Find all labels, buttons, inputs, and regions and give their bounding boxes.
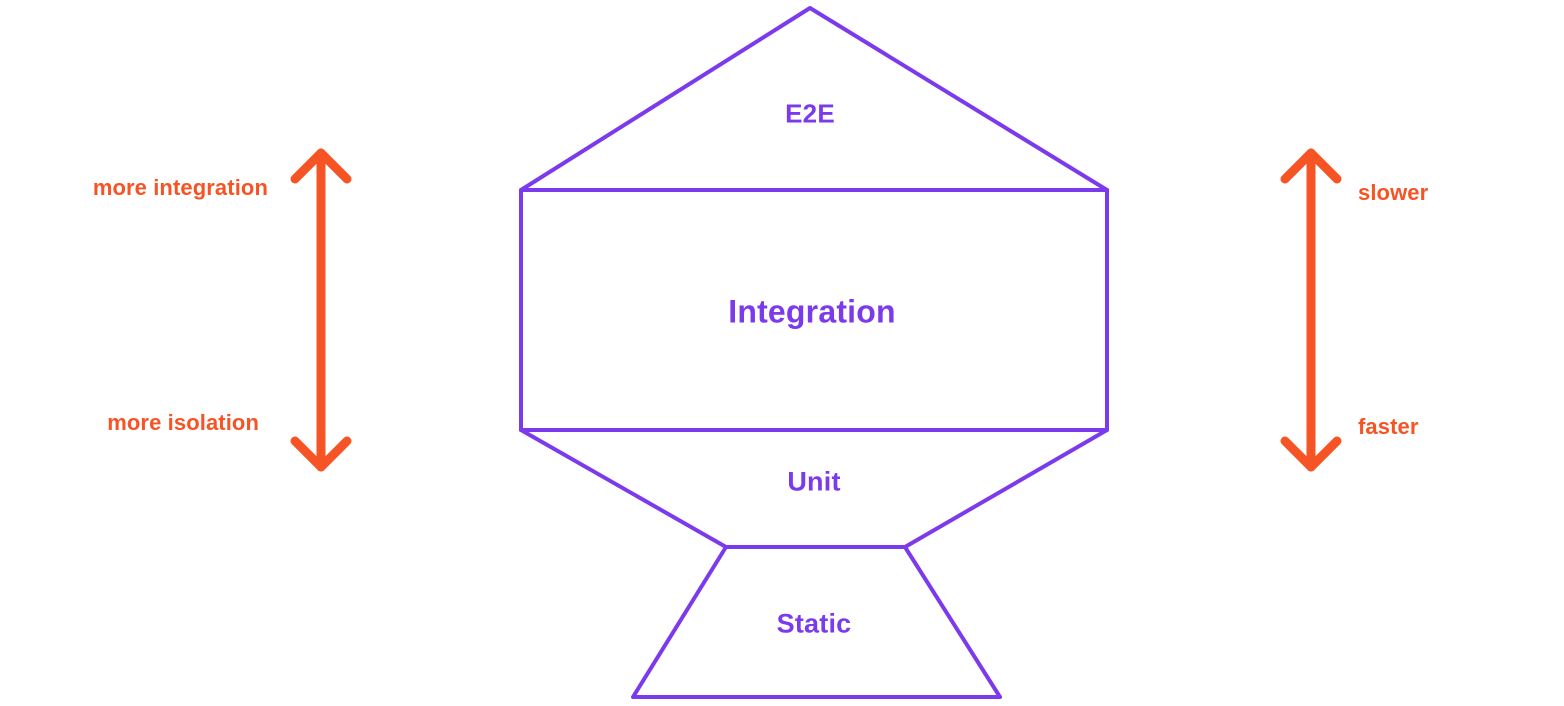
layer-label-static: Static (776, 608, 852, 639)
right-axis-bottom-label: faster (1358, 414, 1419, 439)
right-axis-top-label: slower (1358, 180, 1429, 205)
left-double-arrow-icon (290, 148, 352, 472)
layer-label-e2e: E2E (785, 98, 835, 129)
right-double-arrow-icon (1280, 148, 1342, 472)
left-axis-top-label: more integration (92, 175, 268, 200)
layer-shape-static[interactable] (631, 545, 1002, 699)
left-axis-bottom-label: more isolation (107, 410, 259, 435)
layer-label-unit: Unit (787, 466, 841, 497)
layer-label-integration: Integration (728, 293, 896, 330)
